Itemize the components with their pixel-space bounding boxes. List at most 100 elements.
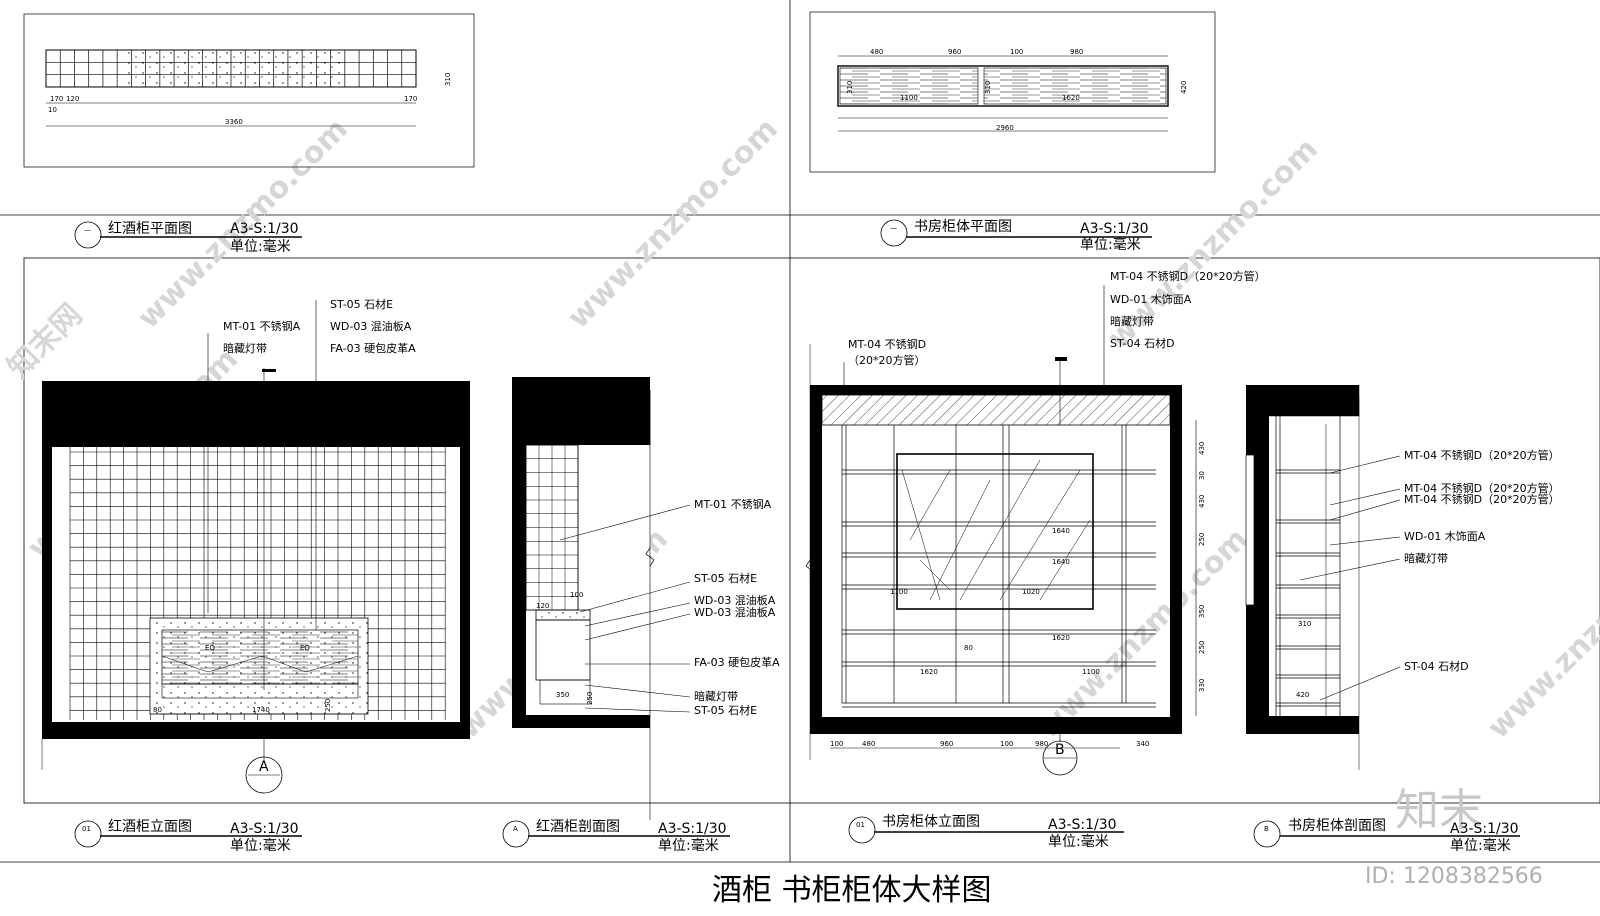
wine-sect-label-st05b: ST-05 石材E bbox=[694, 703, 757, 717]
wine-sect-title: 红酒柜剖面图 bbox=[536, 819, 620, 835]
book-sect-label-mt04b: MT-04 不锈钢D（20*20方管） bbox=[1404, 481, 1560, 495]
bookcase-elevation: MT-04 不锈钢D （20*20方管） MT-04 不锈钢D（20*20方管）… bbox=[805, 269, 1266, 776]
view-title-wine-plan: — 红酒柜平面图 A3-S:1/30 单位:毫米 bbox=[74, 221, 302, 255]
book-elev-hdim-330: 330 bbox=[1198, 679, 1206, 692]
book-sect-label-mt04c: MT-04 不锈钢D（20*20方管） bbox=[1404, 492, 1560, 506]
svg-text:01: 01 bbox=[82, 825, 91, 833]
wine-elev-label-light: 暗藏灯带 bbox=[223, 341, 267, 355]
svg-text:—: — bbox=[890, 224, 897, 232]
book-elev-hdim-30a: 30 bbox=[1198, 471, 1206, 480]
watermark-site-7: www.znzmo.com bbox=[1481, 522, 1600, 746]
sheet-title: 酒柜 书柜柜体大样图 bbox=[712, 873, 992, 908]
book-elev-bdim-980: 980 bbox=[1035, 740, 1048, 748]
watermark-logo: 知末 bbox=[1395, 785, 1483, 836]
book-elev-dim-1640b: 1640 bbox=[1052, 558, 1070, 566]
book-plan-total-dim: 2960 bbox=[996, 124, 1014, 132]
wine-sect-label-fa03: FA-03 硬包皮革A bbox=[694, 655, 780, 669]
book-elev-label-mt04-spec: （20*20方管） bbox=[848, 353, 926, 367]
book-elev-dim-80: 80 bbox=[964, 644, 973, 652]
book-plan-title: 书房柜体平面图 bbox=[914, 219, 1012, 235]
wine-elev-dim-250: 250 bbox=[324, 699, 332, 712]
book-elev-hdim-430b: 430 bbox=[1198, 495, 1206, 508]
book-sect-label-wd01: WD-01 木饰面A bbox=[1404, 529, 1486, 543]
book-elev-label-st04: ST-04 石材D bbox=[1110, 336, 1175, 350]
book-elev-bdim-960: 960 bbox=[940, 740, 953, 748]
wine-sect-scale: A3-S:1/30 bbox=[658, 821, 727, 837]
wine-cabinet-elevation: 1740 EQ EQ 80 250 MT-01 不锈钢A 暗藏灯带 ST-05 … bbox=[41, 297, 470, 794]
book-plan-dim-1100: 1100 bbox=[900, 94, 918, 102]
book-plan-unit: 单位:毫米 bbox=[1080, 236, 1141, 253]
book-plan-dim-960: 960 bbox=[948, 48, 961, 56]
watermark-brand-1: 知末网 bbox=[1, 297, 89, 385]
view-title-wine-elev: 01 红酒柜立面图 A3-S:1/30 单位:毫米 bbox=[74, 819, 302, 854]
book-elev-title: 书房柜体立面图 bbox=[882, 814, 980, 830]
book-elev-label-mt04: MT-04 不锈钢D bbox=[848, 338, 926, 351]
wine-sect-dim-100: 100 bbox=[570, 591, 583, 599]
book-elev-hdim-350: 350 bbox=[1198, 605, 1206, 618]
book-plan-scale: A3-S:1/30 bbox=[1080, 221, 1149, 237]
book-elev-label-mt04b: MT-04 不锈钢D（20*20方管） bbox=[1110, 269, 1266, 283]
wine-sect-label-st05: ST-05 石材E bbox=[694, 571, 757, 585]
book-plan-side-dim-2: 310 bbox=[984, 81, 992, 94]
wine-plan-post-dim: 10 bbox=[48, 106, 57, 114]
svg-text:01: 01 bbox=[856, 821, 865, 829]
book-plan-depth-dim: 420 bbox=[1180, 81, 1188, 94]
bookcase-section: 310 420 MT-04 不锈钢D（20*20方管） MT-04 不锈钢D（2… bbox=[1245, 385, 1560, 770]
wine-plan-scale: A3-S:1/30 bbox=[230, 221, 299, 237]
book-elev-bdim-100a: 100 bbox=[830, 740, 843, 748]
book-elev-dim-1100a: 1100 bbox=[890, 588, 908, 596]
book-elev-dim-1620b: 1620 bbox=[920, 668, 938, 676]
watermark-id: ID: 1208382566 bbox=[1365, 864, 1543, 889]
svg-text:A: A bbox=[513, 825, 518, 833]
book-elev-section-mark: B bbox=[1055, 742, 1065, 758]
svg-text:—: — bbox=[84, 226, 91, 234]
book-elev-dim-1100b: 1100 bbox=[1082, 668, 1100, 676]
book-plan-dim-100: 100 bbox=[1010, 48, 1023, 56]
wine-elev-scale: A3-S:1/30 bbox=[230, 821, 299, 837]
book-elev-unit: 单位:毫米 bbox=[1048, 833, 1109, 850]
book-plan-dim-1620: 1620 bbox=[1062, 94, 1080, 102]
wine-sect-unit: 单位:毫米 bbox=[658, 837, 719, 854]
wine-cabinet-section: 350 250 120 100 MT-01 不锈钢A ST-05 石材E WD-… bbox=[512, 377, 780, 820]
wine-plan-total-dim: 3360 bbox=[225, 118, 243, 126]
wine-elev-dim-80: 80 bbox=[153, 706, 162, 714]
wine-sect-label-light: 暗藏灯带 bbox=[694, 689, 738, 703]
wine-elev-label-mt01: MT-01 不锈钢A bbox=[223, 320, 301, 333]
sheet-frame bbox=[0, 0, 1600, 863]
view-title-book-elev: 01 书房柜体立面图 A3-S:1/30 单位:毫米 bbox=[848, 814, 1124, 850]
view-title-book-sect: B 书房柜体剖面图 A3-S:1/30 单位:毫米 bbox=[1253, 818, 1520, 854]
view-title-book-plan: — 书房柜体平面图 A3-S:1/30 单位:毫米 bbox=[880, 219, 1152, 253]
wine-sect-dim-120: 120 bbox=[536, 602, 549, 610]
book-plan-side-dim: 310 bbox=[846, 81, 854, 94]
wine-plan-unit: 单位:毫米 bbox=[230, 238, 291, 255]
wine-plan-title: 红酒柜平面图 bbox=[108, 221, 192, 237]
book-sect-dim-420: 420 bbox=[1296, 691, 1309, 699]
wine-elev-label-fa03: FA-03 硬包皮革A bbox=[330, 341, 416, 355]
wine-elev-label-wd03: WD-03 混油板A bbox=[330, 319, 412, 333]
book-plan-dim-980: 980 bbox=[1070, 48, 1083, 56]
watermark-site-2: www.znzmo.com bbox=[561, 112, 785, 336]
book-sect-label-mt04a: MT-04 不锈钢D（20*20方管） bbox=[1404, 448, 1560, 462]
book-elev-scale: A3-S:1/30 bbox=[1048, 817, 1117, 833]
wine-sect-label-wd03b: WD-03 混油板A bbox=[694, 605, 776, 619]
wine-plan-edge-dim: 170 bbox=[50, 95, 63, 103]
wine-sect-dim-350: 350 bbox=[556, 691, 569, 699]
book-elev-dim-1640a: 1640 bbox=[1052, 527, 1070, 535]
book-elev-bdim-340: 340 bbox=[1136, 740, 1149, 748]
wine-elev-eq-1: EQ bbox=[205, 644, 215, 652]
wine-elev-unit: 单位:毫米 bbox=[230, 837, 291, 854]
wine-plan-bay-dim: 120 bbox=[66, 95, 79, 103]
book-sect-label-st04: ST-04 石材D bbox=[1404, 659, 1469, 673]
wine-elev-width-dim: 1740 bbox=[252, 706, 270, 714]
book-elev-bdim-480: 480 bbox=[862, 740, 875, 748]
wine-sect-label-mt01: MT-01 不锈钢A bbox=[694, 498, 772, 511]
wine-elev-eq-2: EQ bbox=[300, 644, 310, 652]
book-elev-dim-1020: 1020 bbox=[1022, 588, 1040, 596]
wine-plan-edge-dim-r: 170 bbox=[404, 95, 417, 103]
book-sect-unit: 单位:毫米 bbox=[1450, 837, 1511, 854]
book-sect-title: 书房柜体剖面图 bbox=[1288, 818, 1386, 834]
book-elev-label-wd01: WD-01 木饰面A bbox=[1110, 292, 1192, 306]
book-elev-hdim-430a: 430 bbox=[1198, 442, 1206, 455]
wine-plan-depth-dim: 310 bbox=[444, 73, 452, 86]
